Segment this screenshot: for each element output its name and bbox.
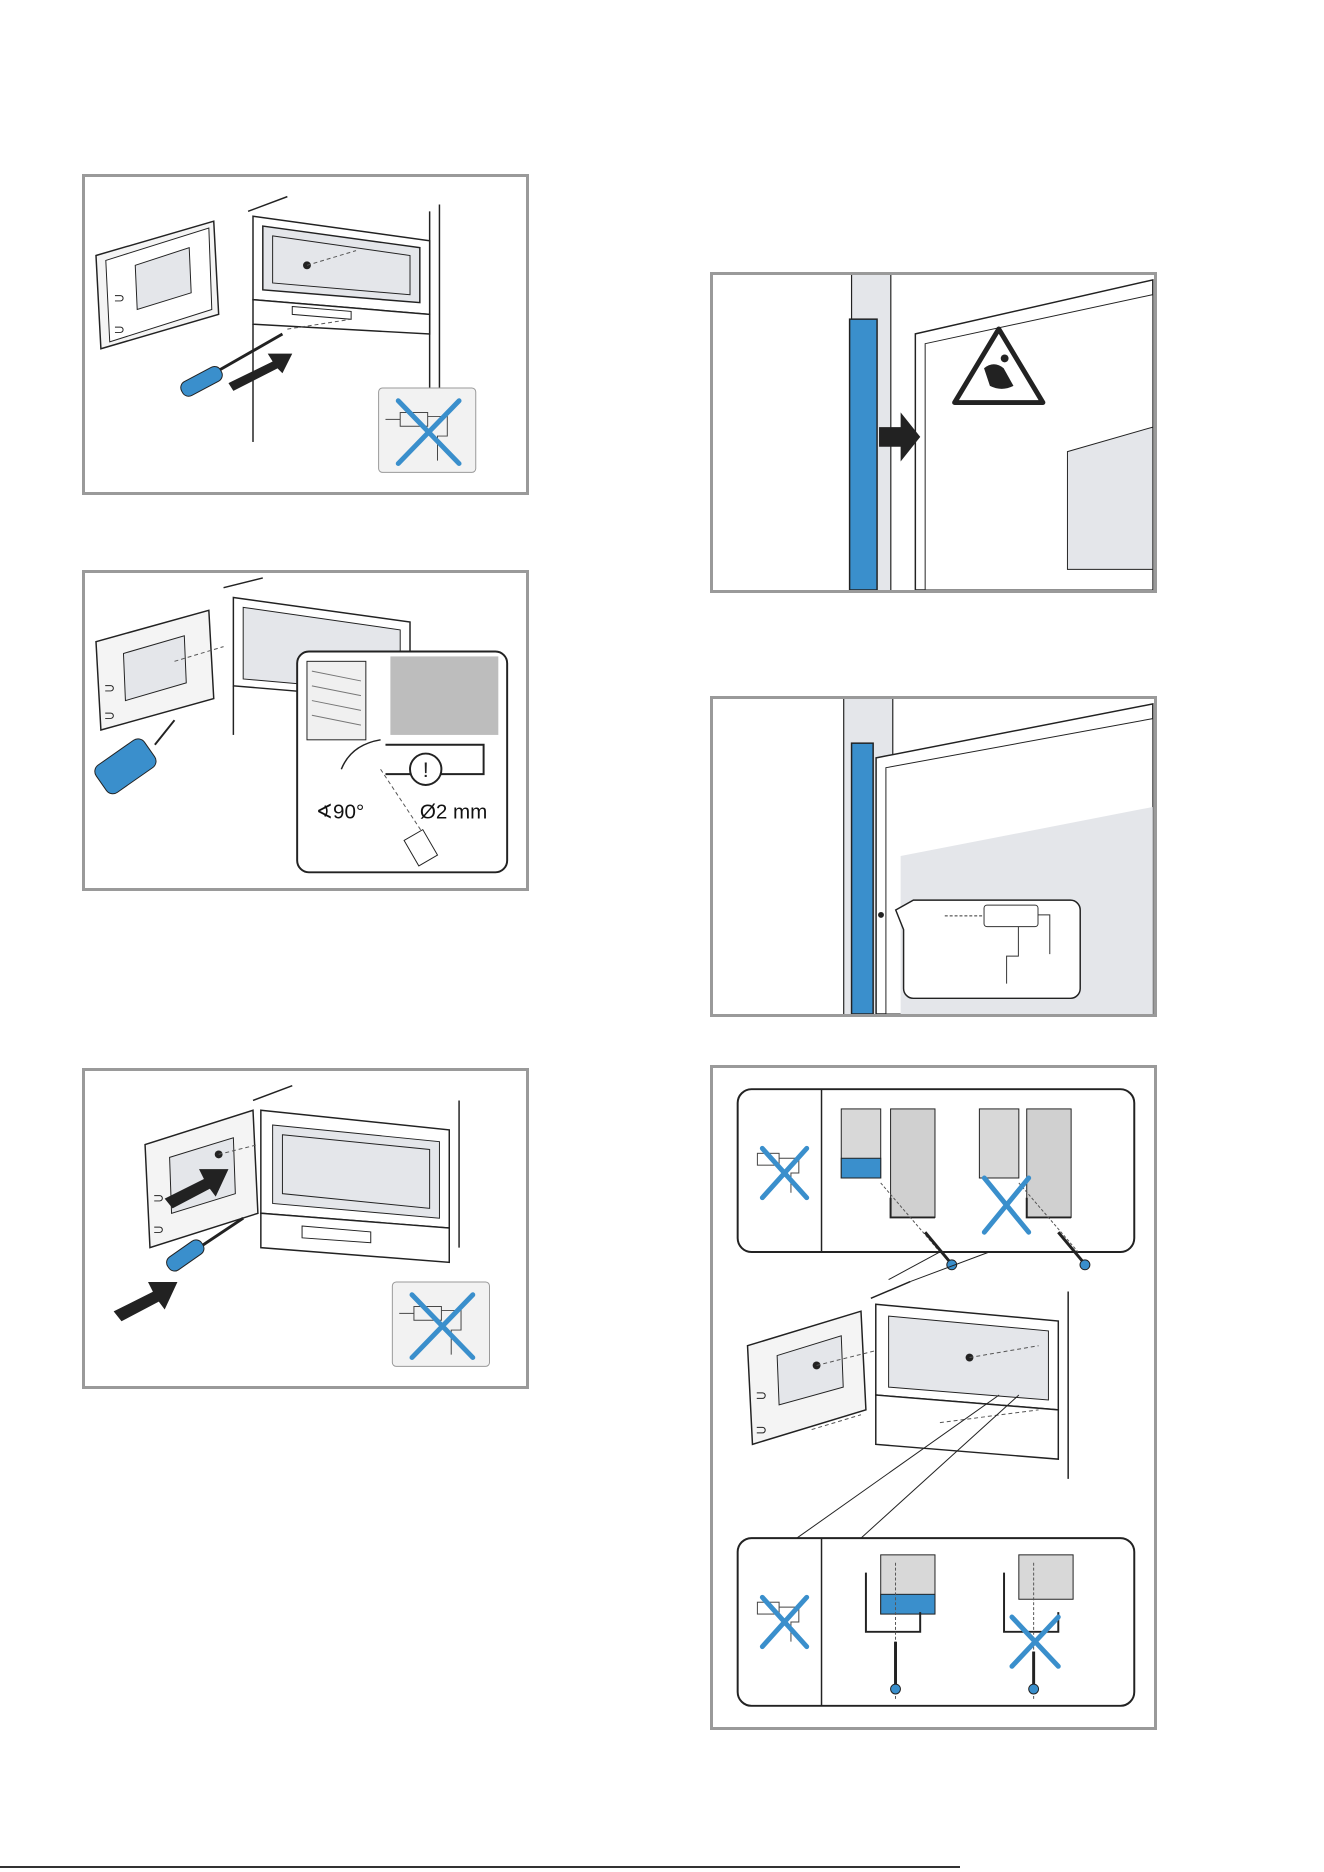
diameter-label: Ø2 mm <box>420 800 488 823</box>
page-bottom-dash <box>880 1866 960 1868</box>
top-detail-box <box>738 1089 1135 1270</box>
figure-seal-strip <box>710 272 1157 593</box>
svg-text:⊃: ⊃ <box>755 1387 767 1403</box>
page-bottom-rule <box>0 1866 960 1868</box>
figure-screw-bottom: ⊃ ⊃ <box>82 174 529 495</box>
attention-mark: ! <box>423 757 429 782</box>
drill-frame-illustration <box>713 699 1154 1014</box>
screw-icon <box>878 912 884 918</box>
svg-text:⊃: ⊃ <box>114 291 126 306</box>
figure-drill-door: ⊃ ⊃ ! ∢90° Ø2 mm <box>82 570 529 891</box>
svg-text:⊃: ⊃ <box>153 1190 165 1205</box>
bottom-detail-box <box>738 1538 1135 1706</box>
figure-screw-door: ⊃ ⊃ <box>82 1068 529 1389</box>
drill-detail-inset: ! ∢90° Ø2 mm <box>297 652 507 873</box>
figure-drill-frame <box>710 696 1157 1017</box>
drill-inset <box>896 900 1080 998</box>
svg-text:⊃: ⊃ <box>104 708 116 723</box>
drill-door-illustration: ⊃ ⊃ ! ∢90° Ø2 mm <box>85 573 526 888</box>
seal-strip-illustration <box>713 275 1154 590</box>
svg-text:⊃: ⊃ <box>114 322 126 337</box>
seal-strip <box>850 319 877 590</box>
oven-door-open: ⊃ ⊃ <box>748 1282 1069 1479</box>
push-arrow-icon <box>114 1282 178 1321</box>
svg-text:⊃: ⊃ <box>153 1222 165 1237</box>
svg-text:⊃: ⊃ <box>104 681 116 696</box>
drill-icon <box>92 720 175 797</box>
fastening-detail-illustration: ⊃ ⊃ <box>713 1068 1154 1727</box>
angle-label: ∢90° <box>316 800 364 823</box>
prohibited-drill-inset <box>379 388 476 472</box>
svg-text:⊃: ⊃ <box>755 1421 767 1437</box>
seal-strip <box>852 743 874 1014</box>
oven-screw-illustration: ⊃ ⊃ <box>85 177 526 492</box>
figure-fastening-detail: ⊃ ⊃ <box>710 1065 1157 1730</box>
prohibited-drill-inset <box>392 1282 489 1366</box>
screw-door-illustration: ⊃ ⊃ <box>85 1071 526 1386</box>
